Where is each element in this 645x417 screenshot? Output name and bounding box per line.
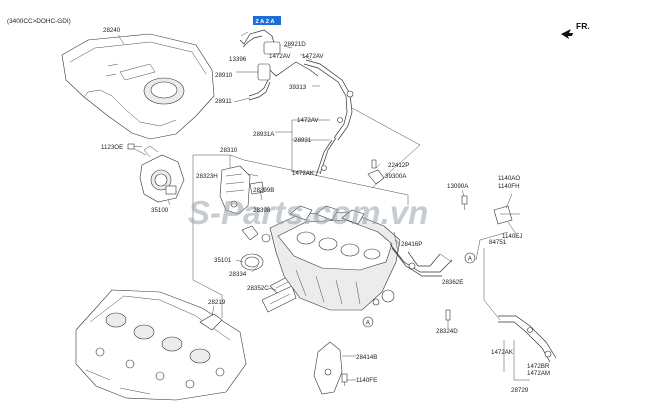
direction-arrow-icon	[561, 29, 573, 39]
bolt-1140FE-part[interactable]	[341, 373, 348, 386]
svg-text:A: A	[468, 255, 473, 262]
callout-1123OE[interactable]: 1123OE	[101, 144, 123, 151]
callout-1472AK-a[interactable]: 1472AK	[292, 170, 315, 177]
callout-35100[interactable]: 35100	[151, 207, 169, 214]
callout-28352C[interactable]: 28352C	[247, 285, 269, 292]
callout-28323H[interactable]: 28323H	[196, 173, 218, 180]
callout-1140FH[interactable]: 1140FH	[498, 183, 520, 190]
callout-28310[interactable]: 28310	[220, 147, 238, 154]
callout-22412P[interactable]: 22412P	[388, 162, 409, 169]
callout-1140FE[interactable]: 1140FE	[356, 377, 377, 384]
svg-text:FR.: FR.	[576, 21, 590, 31]
callout-28362E[interactable]: 28362E	[442, 279, 463, 286]
engine-cover-part[interactable]	[61, 33, 215, 140]
callout-28921D[interactable]: 28921D	[284, 41, 306, 48]
svg-text:A: A	[366, 319, 371, 326]
bolt-1123OE-part[interactable]	[127, 143, 142, 150]
callout-28398[interactable]: 28398	[253, 207, 271, 214]
callout-1472BR[interactable]: 1472BR	[527, 363, 550, 370]
bracket-28414B-part[interactable]	[313, 341, 343, 395]
stud-28324D-part[interactable]	[445, 309, 451, 321]
callout-28334[interactable]: 28334	[229, 271, 247, 278]
bracket-84751-part[interactable]	[493, 205, 520, 225]
highlighted-part-label[interactable]: 2 A 2 A	[253, 16, 281, 25]
callout-28219[interactable]: 28219	[208, 299, 226, 306]
heater-hose-part[interactable]	[498, 315, 557, 363]
gasket-35101-part[interactable]	[240, 253, 264, 271]
fuel-rail-part[interactable]	[389, 243, 453, 277]
callout-28931A[interactable]: 28931A	[253, 131, 275, 138]
front-direction-indicator: FR.	[561, 21, 590, 39]
callout-28729[interactable]: 28729	[511, 387, 529, 394]
reference-circle-a-2: A	[362, 316, 374, 328]
reference-circle-a-1: A	[464, 252, 476, 264]
cylinder-head-part[interactable]	[75, 289, 247, 401]
callout-35101[interactable]: 35101	[214, 257, 232, 264]
svg-text:2 A 2 A: 2 A 2 A	[256, 19, 276, 25]
watermark-text: S-Parts.com.vn	[188, 194, 428, 231]
callout-39300A[interactable]: 39300A	[385, 173, 407, 180]
callout-28399B[interactable]: 28399B	[253, 187, 274, 194]
callout-84751[interactable]: 84751	[489, 239, 507, 246]
callout-1472AK-b[interactable]: 1472AK	[491, 349, 514, 356]
callout-1472AV-c[interactable]: 1472AV	[297, 117, 319, 124]
heat-shield-28219-part[interactable]	[199, 313, 223, 331]
callout-1472AM[interactable]: 1472AM	[527, 370, 550, 377]
callout-28240[interactable]: 28240	[103, 27, 121, 34]
engine-spec-label: (3400CC>DOHC-GDI)	[7, 18, 71, 25]
callout-1472AV-b[interactable]: 1472AV	[302, 53, 324, 60]
callout-1140AO[interactable]: 1140AO	[498, 175, 520, 182]
intake-manifold-part[interactable]	[269, 205, 401, 311]
purge-control-valve-part[interactable]	[219, 165, 265, 215]
callout-1140EJ[interactable]: 1140EJ	[502, 233, 523, 240]
sensor-39300A-part[interactable]	[367, 159, 385, 185]
callout-39313[interactable]: 39313	[289, 84, 307, 91]
throttle-body-part[interactable]	[139, 145, 185, 203]
sensor-28334-part[interactable]	[241, 225, 271, 243]
callout-13090A[interactable]: 13090A	[447, 183, 469, 190]
breather-hose-assembly[interactable]	[239, 29, 354, 177]
callout-28911[interactable]: 28911	[215, 98, 232, 105]
callout-28324D[interactable]: 28324D	[436, 328, 458, 335]
callout-28414B[interactable]: 28414B	[356, 354, 377, 361]
callout-28931[interactable]: 28931	[294, 137, 312, 144]
callout-1472AV-a[interactable]: 1472AV	[269, 53, 291, 60]
bolt-13090A-part[interactable]	[461, 195, 468, 210]
callout-13396[interactable]: 13396	[229, 56, 247, 63]
callout-28416P[interactable]: 28416P	[401, 241, 422, 248]
callout-28910[interactable]: 28910	[215, 72, 233, 79]
